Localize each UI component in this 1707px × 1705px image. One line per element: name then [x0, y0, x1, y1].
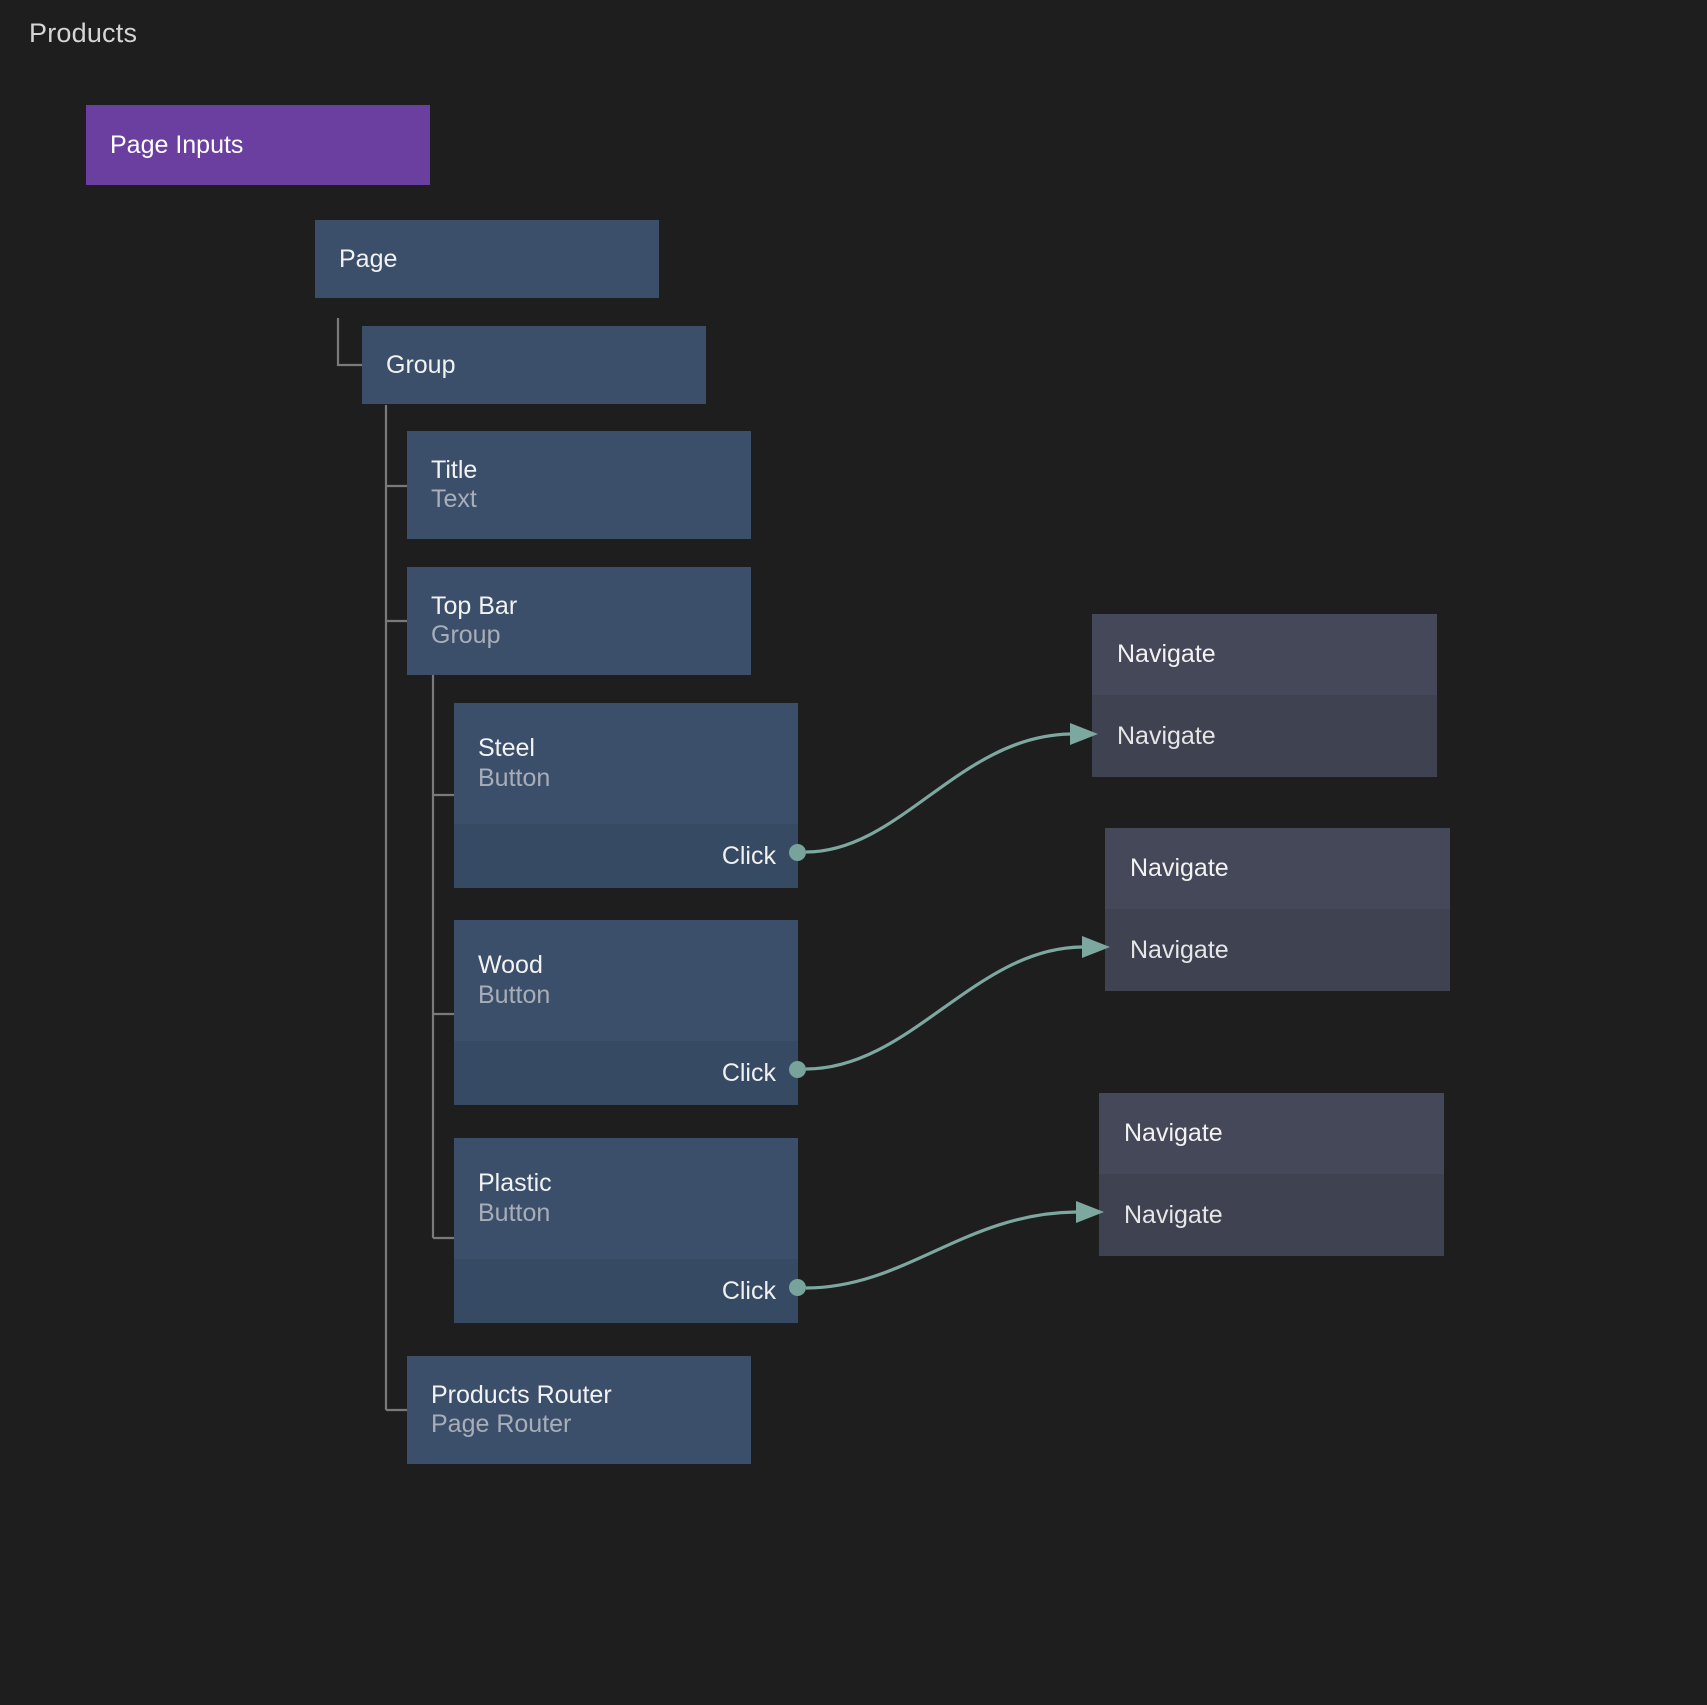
page-title: Products	[29, 18, 138, 48]
action-3-header[interactable]: Navigate	[1099, 1093, 1444, 1174]
node-page-inputs-label: Page Inputs	[110, 130, 244, 159]
action-2-header-label: Navigate	[1130, 854, 1229, 882]
node-button-plastic-name: Plastic	[478, 1169, 552, 1197]
edge-wood-click	[805, 945, 1083, 1071]
action-1-item-label: Navigate	[1117, 721, 1216, 750]
node-top-bar[interactable]: Top Bar Group	[407, 567, 751, 675]
action-1-item[interactable]: Navigate	[1092, 695, 1437, 777]
node-page-label: Page	[339, 244, 398, 273]
node-button-steel[interactable]: Steel Button	[454, 703, 798, 824]
action-2-header[interactable]: Navigate	[1105, 828, 1450, 909]
node-button-plastic[interactable]: Plastic Button	[454, 1138, 798, 1259]
action-3-item-label: Navigate	[1124, 1200, 1223, 1229]
event-label-plastic-click: Click	[721, 1276, 776, 1305]
node-page[interactable]: Page	[315, 220, 659, 298]
action-3-header-label: Navigate	[1124, 1119, 1223, 1147]
node-products-router-name: Products Router	[431, 1380, 612, 1409]
event-row-plastic-click[interactable]: Click	[454, 1259, 798, 1323]
action-1-header-label: Navigate	[1117, 640, 1216, 668]
node-products-router-type: Page Router	[431, 1410, 572, 1438]
node-page-inputs[interactable]: Page Inputs	[86, 105, 430, 185]
port-dot-steel-click[interactable]	[789, 844, 806, 861]
node-button-steel-name: Steel	[478, 734, 535, 762]
node-button-wood-type: Button	[478, 980, 551, 1009]
node-button-steel-type: Button	[478, 763, 551, 792]
node-button-wood-name: Wood	[478, 951, 543, 979]
action-2-item-label: Navigate	[1130, 935, 1229, 964]
action-2-item[interactable]: Navigate	[1105, 909, 1450, 991]
node-action-navigate-1[interactable]: Navigate Navigate	[1092, 614, 1437, 777]
node-group[interactable]: Group	[362, 326, 706, 404]
node-top-bar-name: Top Bar	[431, 591, 518, 620]
node-products-router[interactable]: Products Router Page Router	[407, 1356, 751, 1464]
event-label-steel-click: Click	[721, 841, 776, 870]
node-top-bar-type: Group	[431, 621, 501, 649]
node-button-plastic-type: Button	[478, 1198, 551, 1227]
action-3-item[interactable]: Navigate	[1099, 1174, 1444, 1256]
port-dot-plastic-click[interactable]	[789, 1279, 806, 1296]
port-dot-wood-click[interactable]	[789, 1061, 806, 1078]
node-title-text-type: Text	[431, 485, 477, 513]
edge-plastic-click	[805, 1210, 1077, 1290]
action-1-header[interactable]: Navigate	[1092, 614, 1437, 695]
node-action-navigate-3[interactable]: Navigate Navigate	[1099, 1093, 1444, 1256]
event-label-wood-click: Click	[721, 1058, 776, 1087]
node-group-label: Group	[386, 350, 456, 379]
event-row-steel-click[interactable]: Click	[454, 824, 798, 888]
node-button-wood[interactable]: Wood Button	[454, 920, 798, 1041]
edge-steel-click	[805, 732, 1071, 854]
node-action-navigate-2[interactable]: Navigate Navigate	[1105, 828, 1450, 991]
node-title-text-name: Title	[431, 455, 478, 484]
node-title-text[interactable]: Title Text	[407, 431, 751, 539]
event-row-wood-click[interactable]: Click	[454, 1041, 798, 1105]
